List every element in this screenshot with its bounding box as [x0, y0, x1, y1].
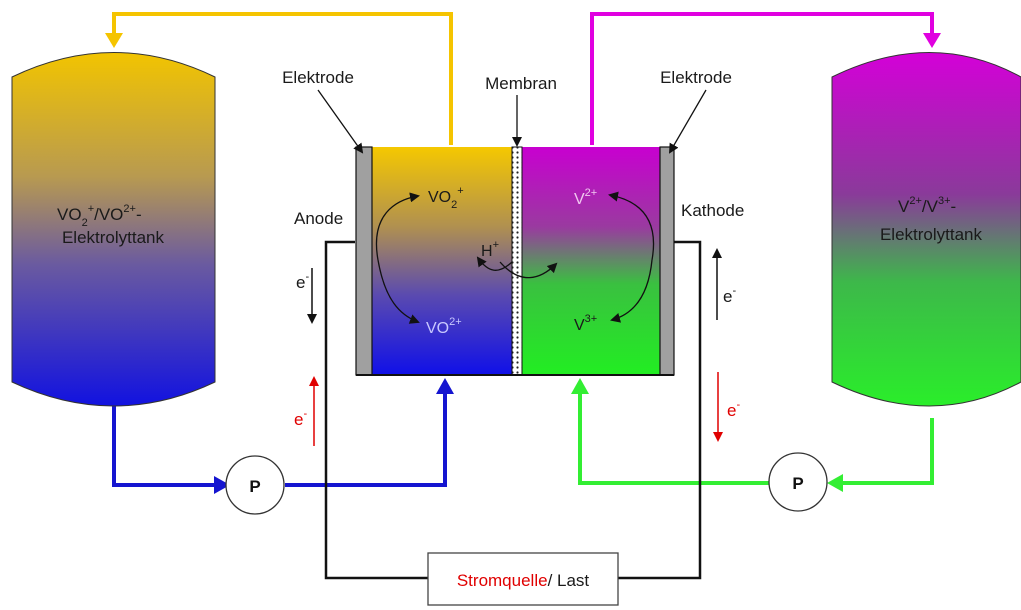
ion-vo2-plus: VO2+ — [428, 185, 464, 211]
pointer-electrode-right — [668, 89, 707, 154]
label-electrode-left: Elektrode — [282, 68, 354, 87]
cell-half-right — [522, 147, 660, 375]
cell-half-left — [372, 147, 512, 375]
pointer-electrode-left — [317, 89, 364, 154]
tank-right — [831, 52, 1021, 407]
tank-right-label-line2: Elektrolyttank — [880, 225, 983, 244]
electrode-right — [659, 146, 675, 376]
reaction-arrow-left-lower — [377, 259, 420, 324]
pump-left: P — [225, 455, 285, 515]
pump-left-label: P — [249, 477, 260, 496]
label-membrane: Membran — [485, 74, 557, 93]
ion-vo-2plus: VO2+ — [426, 316, 462, 337]
tank-left-label-line2: Elektrolyttank — [62, 228, 165, 247]
yellow-return-pipe — [112, 12, 453, 145]
label-electrode-right: Elektrode — [660, 68, 732, 87]
electron-label-right-black: e- — [723, 285, 736, 306]
membrane — [511, 146, 523, 376]
magenta-return-pipe — [590, 12, 934, 145]
electrode-left — [355, 146, 373, 376]
pump-right-label: P — [792, 474, 803, 493]
reaction-arrow-right-upper — [608, 191, 655, 261]
blue-feed-pipe-to-cell — [285, 390, 447, 487]
reaction-arrow-right-lower — [610, 259, 653, 323]
label-anode: Anode — [294, 209, 343, 228]
electron-label-right-red: e- — [727, 399, 740, 420]
magenta-pipe-arrowhead — [923, 33, 941, 48]
ion-h-plus: H+ — [481, 239, 499, 260]
reaction-arrow-left-upper — [375, 192, 420, 261]
tank-left — [11, 52, 216, 407]
blue-feed-pipe-to-pump — [112, 402, 220, 487]
green-pipe-arrowhead-pump — [827, 474, 843, 492]
electron-label-left-red: e- — [294, 408, 307, 429]
pump-right: P — [768, 452, 828, 512]
ion-v-3plus: V3+ — [574, 313, 597, 334]
blue-pipe-arrowhead-cell — [436, 378, 454, 394]
circuit-wire-right — [618, 240, 702, 580]
tank-left-label-line1: VO2+/VO2+- — [57, 203, 142, 229]
label-cathode: Kathode — [681, 201, 744, 220]
green-feed-pipe-to-pump — [835, 418, 934, 485]
green-feed-pipe-to-cell — [578, 390, 769, 485]
power-source-box — [427, 552, 619, 606]
blue-pipe-arrowhead-pump — [214, 476, 230, 494]
tank-right-label-line1: V2+/V3+- — [898, 195, 956, 216]
power-source-label: Stromquelle/ Last — [457, 571, 590, 590]
circuit-wire-left — [324, 240, 428, 580]
green-pipe-arrowhead-cell — [571, 378, 589, 394]
electron-label-left-black: e- — [296, 271, 309, 292]
ion-v-2plus: V2+ — [574, 187, 597, 208]
proton-arrow-left — [476, 256, 513, 271]
yellow-pipe-arrowhead — [105, 33, 123, 48]
